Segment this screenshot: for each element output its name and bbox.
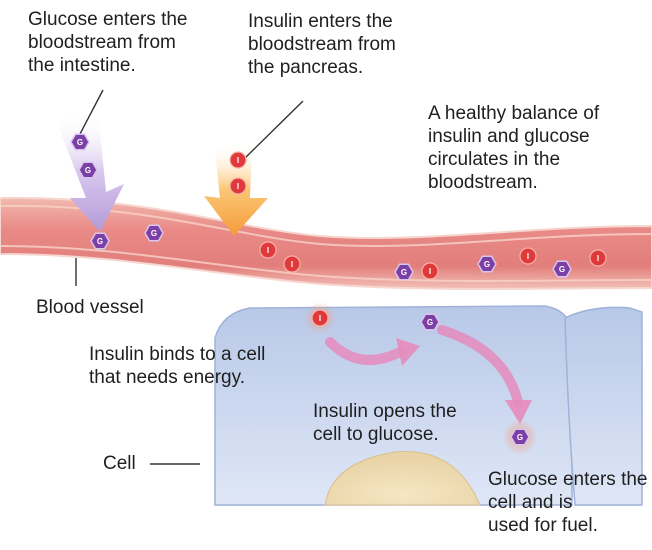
label-glucose-enters-cell: Glucose enters the cell and is used for … [488,468,647,537]
svg-text:I: I [237,182,239,191]
glucose-molecule: G [79,162,97,178]
insulin-molecule: I [312,310,328,326]
svg-text:G: G [97,237,103,246]
svg-text:G: G [427,318,433,327]
svg-text:I: I [319,314,321,323]
insulin-molecule: I [260,242,276,258]
label-cell: Cell [103,452,136,475]
label-glucose-enters-bloodstream: Glucose enters the bloodstream from the … [28,8,187,77]
insulin-molecule: I [590,250,606,266]
glucose-molecule: G [511,429,529,445]
svg-text:G: G [401,268,407,277]
insulin-molecule: I [230,152,246,168]
svg-text:I: I [291,260,293,269]
insulin-molecule: I [230,178,246,194]
glucose-molecule: G [71,134,89,150]
glucose-molecule: G [145,225,163,241]
svg-text:G: G [151,229,157,238]
insulin-molecule: I [284,256,300,272]
svg-text:I: I [597,254,599,263]
svg-text:G: G [559,265,565,274]
label-blood-vessel: Blood vessel [36,296,144,319]
label-insulin-binds: Insulin binds to a cell that needs energ… [89,343,265,389]
glucose-molecule: G [395,264,413,280]
label-insulin-enters-bloodstream: Insulin enters the bloodstream from the … [248,10,396,79]
svg-text:I: I [527,252,529,261]
label-insulin-opens: Insulin opens the cell to glucose. [313,400,457,446]
insulin-molecule: I [520,248,536,264]
glucose-molecule: G [91,233,109,249]
glucose-molecule: G [553,261,571,277]
insulin-leader-line [243,101,303,160]
svg-text:G: G [484,260,490,269]
svg-text:G: G [77,138,83,147]
svg-text:I: I [267,246,269,255]
svg-text:G: G [85,166,91,175]
glucose-molecule: G [478,256,496,272]
insulin-molecule: I [422,263,438,279]
svg-text:I: I [237,156,239,165]
glucose-molecule: G [421,314,439,330]
svg-text:I: I [429,267,431,276]
label-healthy-balance: A healthy balance of insulin and glucose… [428,102,599,194]
svg-text:G: G [517,433,523,442]
